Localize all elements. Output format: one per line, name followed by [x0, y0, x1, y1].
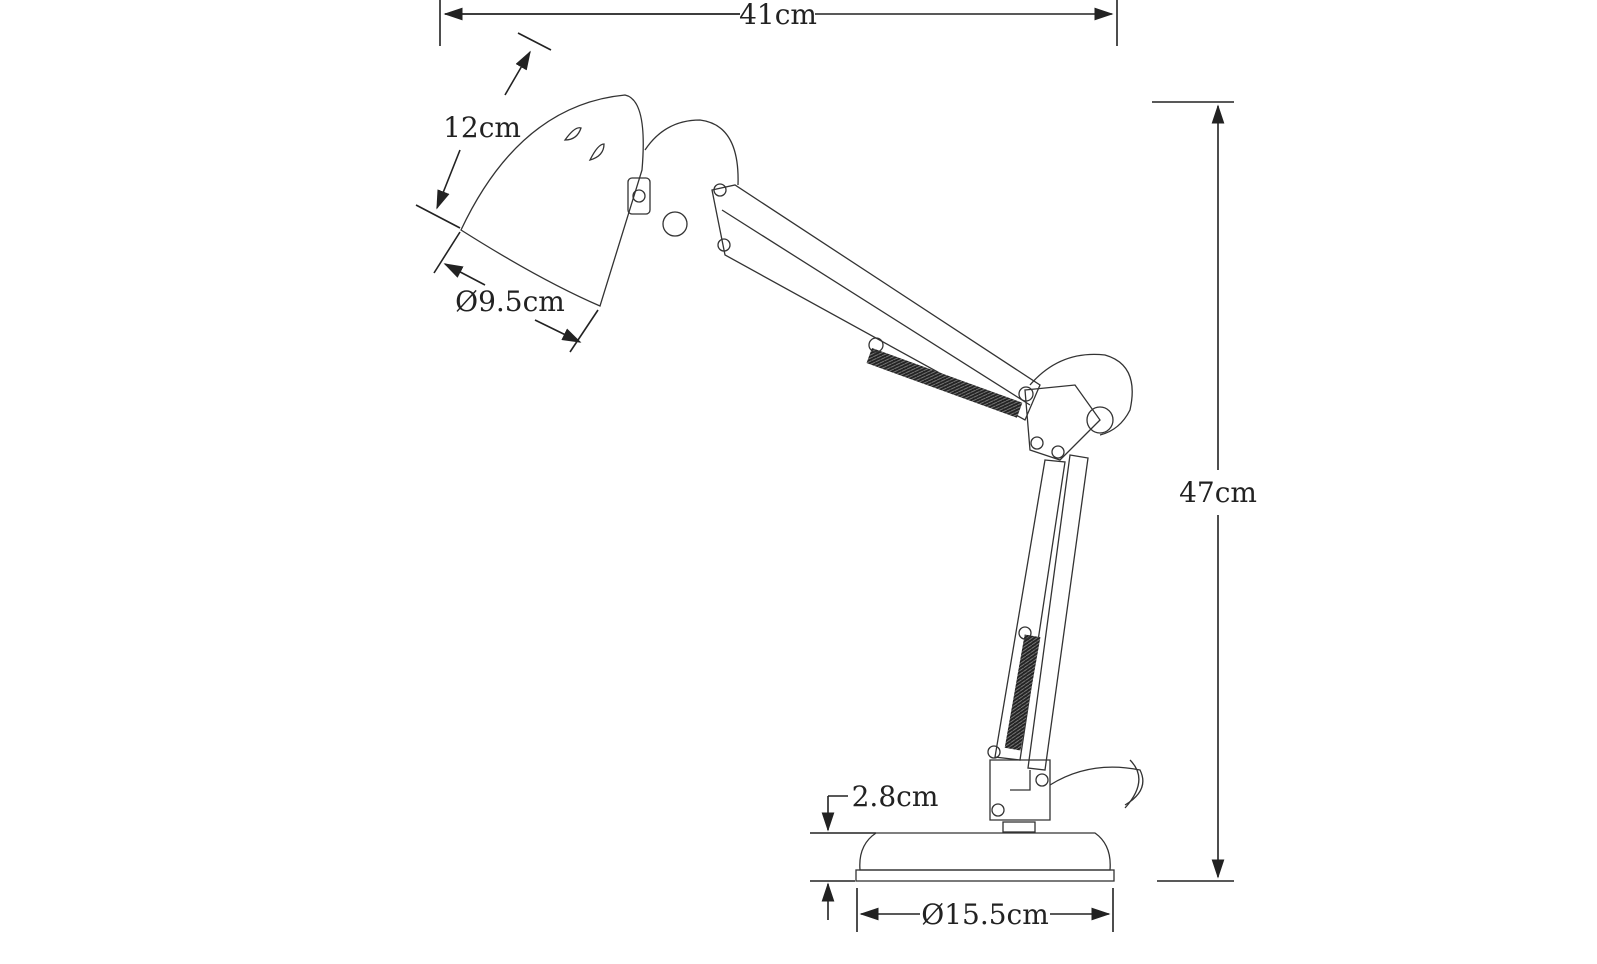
lower-arm — [987, 454, 1089, 771]
lamp-shade — [460, 94, 739, 307]
width-dimension: 41cm — [439, 0, 1118, 46]
width-label: 41cm — [739, 0, 817, 31]
shade-diameter-dimension: Ø9.5cm — [433, 231, 599, 353]
height-label: 47cm — [1179, 476, 1257, 509]
height-dimension: 47cm — [1152, 101, 1257, 882]
shade-height-label: 12cm — [443, 111, 521, 144]
base-diameter-label: Ø15.5cm — [921, 898, 1049, 931]
upper-arm — [711, 183, 1041, 421]
lamp-base — [855, 759, 1144, 882]
shade-height-dimension: 12cm — [415, 32, 552, 229]
lower-spring — [1004, 634, 1041, 751]
shade-diameter-label: Ø9.5cm — [455, 285, 565, 318]
upper-spring — [866, 348, 1023, 418]
base-height-dimension: 2.8cm — [810, 780, 938, 920]
base-diameter-dimension: Ø15.5cm — [856, 888, 1114, 932]
base-height-label: 2.8cm — [852, 780, 939, 813]
elbow-joint — [1018, 353, 1133, 461]
